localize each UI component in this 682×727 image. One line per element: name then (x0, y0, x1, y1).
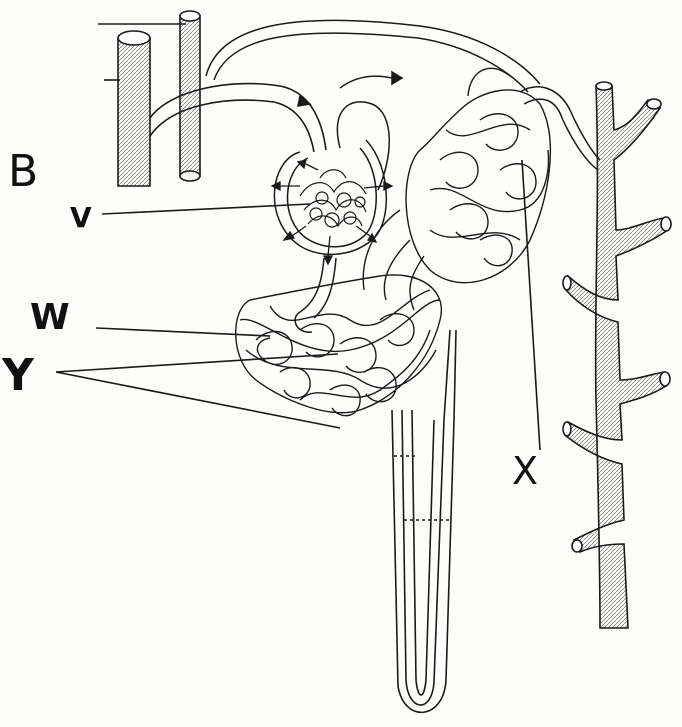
label-x: X (512, 452, 538, 490)
collecting-duct (563, 82, 671, 628)
connecting-tubule (520, 87, 600, 170)
leader-w (96, 328, 270, 336)
label-b: B (8, 150, 38, 194)
artery-opening (118, 31, 150, 45)
label-w: W (30, 300, 70, 336)
convoluted-tubule-upper (363, 68, 550, 310)
vein-opening (180, 11, 200, 21)
leader-x (522, 160, 540, 450)
label-y: Y (2, 354, 34, 398)
renal-vessels (118, 11, 326, 186)
glomerulus (300, 170, 366, 227)
leader-y-1 (56, 354, 338, 372)
artery-trunk (118, 38, 150, 186)
leader-v (102, 204, 310, 214)
label-v: V (70, 204, 92, 232)
bowmans-capsule (274, 102, 389, 255)
loop-of-henle (392, 330, 456, 712)
proximal-tubule-neck (295, 258, 336, 332)
vein-trunk (180, 16, 200, 176)
leader-y-2 (56, 372, 340, 428)
